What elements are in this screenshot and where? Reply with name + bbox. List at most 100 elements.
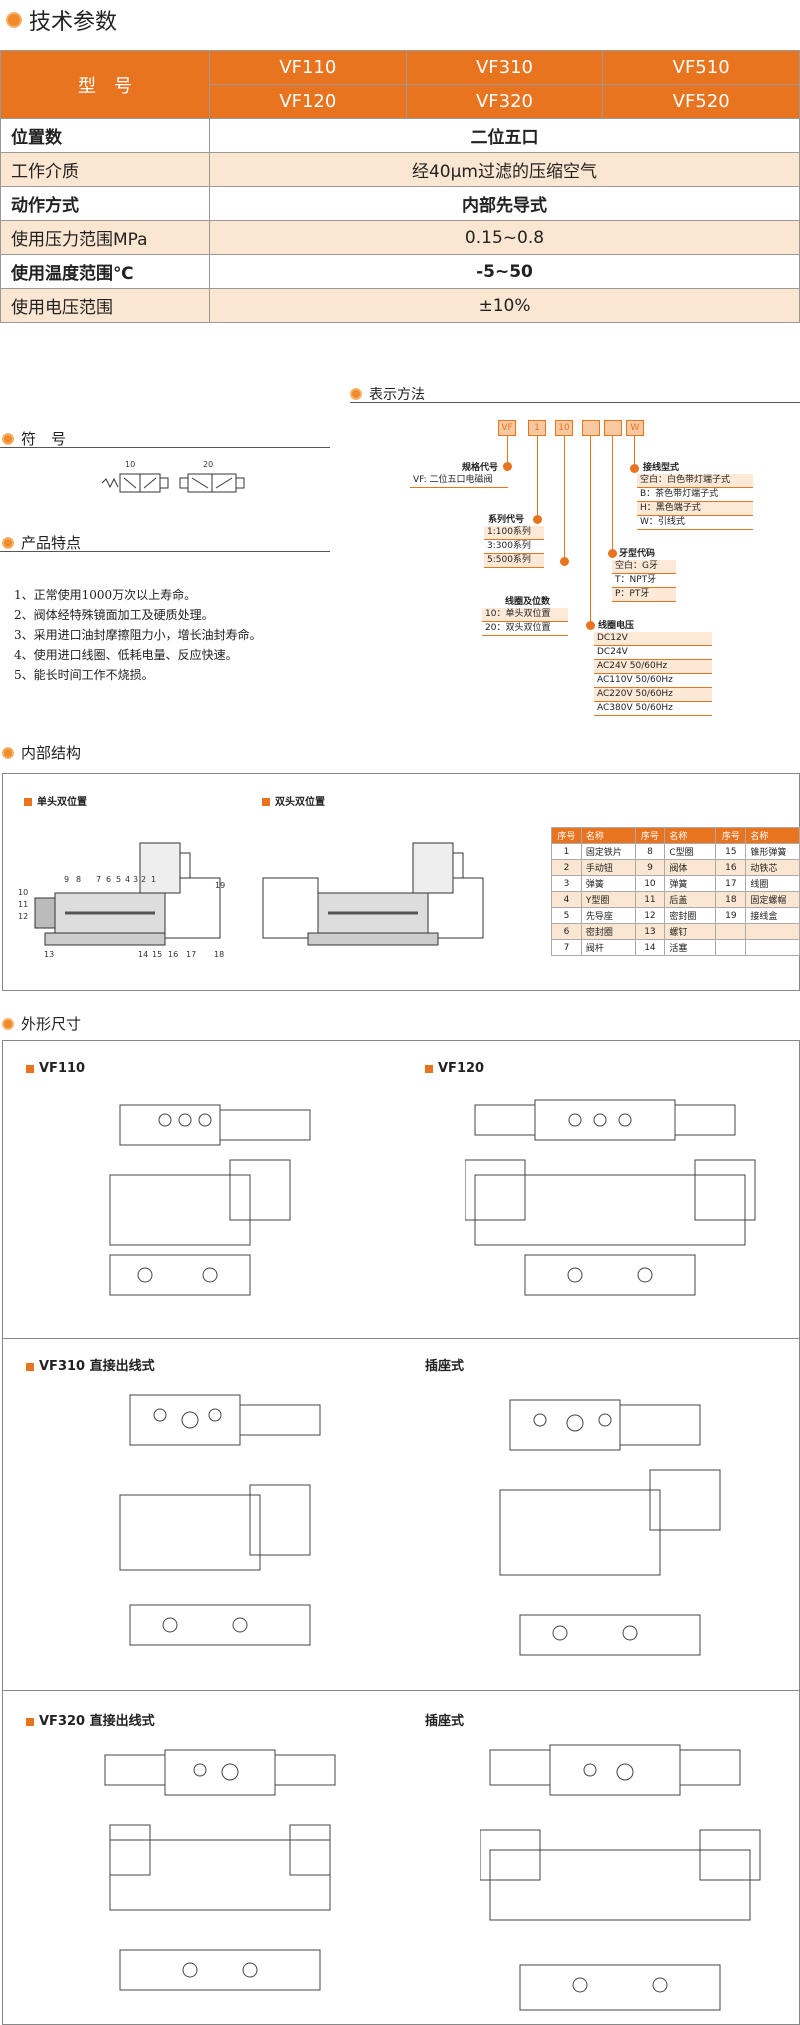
parts-head: 名称: [580, 827, 636, 844]
model-cell: VF120: [209, 84, 407, 119]
internal-title: 内部结构: [21, 744, 82, 762]
parts-cell: C型圈: [664, 843, 717, 860]
parts-head: 序号: [715, 827, 747, 844]
section-bullet-icon: [350, 388, 362, 400]
code-box: 1: [528, 420, 546, 436]
section-bullet-icon: [2, 1017, 14, 1030]
code-box: 10: [555, 420, 573, 436]
spec-label: 使用温度范围℃: [0, 254, 210, 289]
parts-cell: 动铁芯: [745, 859, 800, 876]
thread-code-title: 牙型代码: [619, 549, 656, 559]
symbol-header: 符 号: [2, 428, 66, 449]
spec-value: 经40μm过滤的压缩空气: [209, 152, 800, 187]
tech-title: 技术参数: [29, 10, 118, 35]
part-number: 15: [152, 950, 163, 959]
leader-dot: [630, 464, 639, 473]
single-label: 单头双位置: [24, 793, 87, 808]
wire-type-option: W：引线式: [637, 516, 753, 530]
coil-voltage-option: AC380V 50/60Hz: [594, 702, 712, 716]
feature-item: 4、使用进口线圈、低耗电量、反应快速。: [14, 648, 238, 662]
part-number: 16: [168, 950, 179, 959]
dims-label-vf320: VF320 直接出线式: [26, 1710, 155, 1729]
parts-head: 序号: [551, 827, 582, 844]
dims-panel-1: [2, 1040, 800, 1340]
part-number: 14: [138, 950, 149, 959]
dims-label-vf120: VF120: [425, 1061, 484, 1076]
valve-symbol-double: [179, 473, 245, 493]
part-number: 1: [151, 875, 157, 884]
feature-item: 3、采用进口油封摩擦阻力小，增长油封寿命。: [14, 628, 262, 642]
leader-line: [410, 487, 508, 488]
spec-value: 内部先导式: [209, 186, 800, 221]
parts-cell: 10: [634, 875, 666, 892]
parts-cell: [715, 939, 747, 956]
code-box: [582, 420, 600, 436]
parts-cell: 锥形弹簧: [745, 843, 800, 860]
parts-cell: 6: [551, 923, 582, 940]
leader-line: [612, 435, 613, 553]
parts-cell: Y型圈: [580, 891, 636, 908]
parts-cell: [745, 923, 800, 940]
internal-header: 内部结构: [2, 742, 81, 763]
code-box: VF: [498, 420, 516, 436]
parts-cell: 固定螺帽: [745, 891, 800, 908]
coil-voltage-option: AC24V 50/60Hz: [594, 660, 712, 674]
dims-label-vf110: VF110: [26, 1061, 85, 1076]
coil-position-option: 20：双头双位置: [482, 622, 568, 636]
parts-cell: 阀体: [664, 859, 717, 876]
parts-cell: 密封圈: [664, 907, 717, 924]
parts-head: 序号: [634, 827, 666, 844]
symbol-number: 10: [125, 460, 136, 469]
wire-type-title: 接线型式: [643, 463, 680, 473]
thread-code-option: P：PT牙: [612, 588, 676, 602]
part-number: 13: [44, 950, 55, 959]
dims-panel-3: [2, 1690, 800, 2025]
dims-label-vf310: VF310 直接出线式: [26, 1355, 155, 1374]
leader-dot: [608, 549, 617, 558]
coil-position-title: 线圈及位数: [505, 597, 551, 607]
leader-dot: [533, 515, 542, 524]
part-number: 6: [106, 875, 112, 884]
dims-label-socket2: 插座式: [425, 1714, 465, 1729]
parts-cell: 7: [551, 939, 582, 956]
parts-cell: 固定铁片: [580, 843, 636, 860]
parts-head: 名称: [664, 827, 717, 844]
double-valve-drawing: [262, 842, 484, 946]
spec-label: 使用压力范围MPa: [0, 220, 210, 255]
parts-cell: 1: [551, 843, 582, 860]
parts-cell: [715, 923, 747, 940]
leader-dot: [560, 557, 569, 566]
coil-voltage-option: AC220V 50/60Hz: [594, 688, 712, 702]
dims-title: 外形尺寸: [21, 1015, 82, 1033]
parts-cell: 3: [551, 875, 582, 892]
leader-dot: [503, 462, 512, 471]
spec-label: 工作介质: [0, 152, 210, 187]
parts-cell: 15: [715, 843, 747, 860]
parts-cell: 19: [715, 907, 747, 924]
series-option: 5:500系列: [484, 554, 544, 568]
spec-value: -5~50: [209, 254, 800, 289]
express-title: 表示方法: [369, 387, 425, 403]
parts-cell: 18: [715, 891, 747, 908]
double-label: 双头双位置: [262, 793, 325, 808]
coil-voltage-option: DC12V: [594, 632, 712, 646]
parts-cell: 12: [634, 907, 666, 924]
parts-cell: [745, 939, 800, 956]
divider: [350, 402, 800, 403]
coil-voltage-option: DC24V: [594, 646, 712, 660]
part-number: 4: [125, 875, 131, 884]
feature-list: 1、正常使用1000万次以上寿命。 2、阀体经特殊镜面加工及硬质处理。 3、采用…: [14, 585, 262, 685]
code-box: [604, 420, 622, 436]
parts-cell: 2: [551, 859, 582, 876]
parts-cell: 接线盒: [745, 907, 800, 924]
spec-table: 型 号 VF110 VF310 VF510 VF120 VF320 VF520 …: [0, 50, 800, 323]
feature-item: 1、正常使用1000万次以上寿命。: [14, 588, 197, 602]
part-number: 18: [214, 950, 225, 959]
parts-cell: 8: [634, 843, 666, 860]
spec-label: 动作方式: [0, 186, 210, 221]
tech-header: 技术参数: [6, 4, 117, 36]
parts-cell: 密封圈: [580, 923, 636, 940]
parts-cell: 弹簧: [580, 875, 636, 892]
part-number: 3: [133, 875, 139, 884]
leader-line: [564, 435, 565, 561]
